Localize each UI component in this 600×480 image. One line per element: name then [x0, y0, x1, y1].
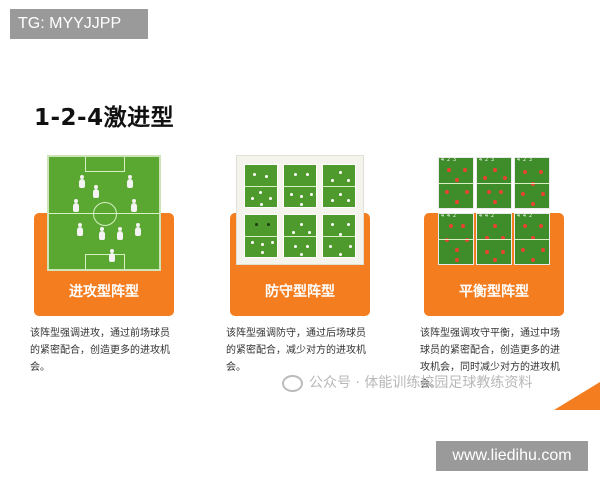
card-label-defensive: 防守型阵型 — [265, 284, 335, 300]
mini-pitch: 4 4 2 — [438, 213, 474, 265]
mini-pitch-number: 4 4 2 — [441, 213, 457, 219]
player-figure — [73, 199, 79, 212]
player-figure — [135, 223, 141, 236]
defense-formation-grid — [236, 155, 364, 265]
page-title: 1-2-4激进型 — [34, 105, 175, 131]
corner-decoration — [554, 382, 600, 410]
mini-pitch — [322, 214, 356, 258]
mini-pitch: 4 2 3 — [514, 157, 550, 209]
player-figure — [77, 223, 83, 236]
mini-pitch — [244, 164, 278, 208]
mini-pitch — [244, 214, 278, 258]
player-figure — [127, 175, 133, 188]
tg-badge: TG: MYYJJPP — [10, 9, 148, 39]
mini-pitch-number: 4 2 3 — [517, 157, 533, 163]
mini-pitch-number: 4 2 3 — [441, 157, 457, 163]
mini-pitch: 4 4 2 — [476, 213, 512, 265]
player-figure — [117, 227, 123, 240]
mini-pitch-number: 4 4 2 — [517, 213, 533, 219]
top-penalty-box — [85, 157, 125, 172]
card-description-balanced: 该阵型强调攻守平衡，通过中场球员的紧密配合，创造更多的进攻机会，同时减少对方的进… — [420, 328, 560, 390]
mini-pitch-number: 4 4 2 — [479, 213, 495, 219]
balanced-formation-grid: 4 2 3 4 2 3 4 2 3 4 4 2 4 4 2 — [438, 155, 550, 267]
mini-pitch-number: 4 2 3 — [479, 157, 495, 163]
center-circle — [93, 202, 117, 226]
mini-pitch — [283, 214, 317, 258]
player-figure — [99, 227, 105, 240]
url-badge: www.liedihu.com — [436, 441, 588, 471]
player-figure — [109, 249, 115, 262]
watermark: 公众号 · 体能训练校园足球教练资料 — [282, 372, 532, 392]
card-description-defensive: 该阵型强调防守，通过后场球员的紧密配合，减少对方的进攻机会。 — [226, 328, 366, 373]
card-description-attacking: 该阵型强调进攻，通过前场球员的紧密配合，创造更多的进攻机会。 — [30, 328, 170, 373]
player-figure — [79, 175, 85, 188]
player-figure — [93, 185, 99, 198]
mini-pitch — [322, 164, 356, 208]
wechat-icon — [282, 374, 303, 392]
mini-pitch: 4 2 3 — [438, 157, 474, 209]
mini-pitch: 4 2 3 — [476, 157, 512, 209]
player-figure — [131, 199, 137, 212]
mini-pitch — [283, 164, 317, 208]
card-label-balanced: 平衡型阵型 — [459, 284, 529, 300]
card-label-attacking: 进攻型阵型 — [69, 284, 139, 300]
mini-pitch: 4 4 2 — [514, 213, 550, 265]
bottom-penalty-box — [85, 254, 125, 269]
attack-pitch-image — [47, 155, 161, 271]
watermark-text: 公众号 · 体能训练校园足球教练资料 — [309, 375, 533, 391]
